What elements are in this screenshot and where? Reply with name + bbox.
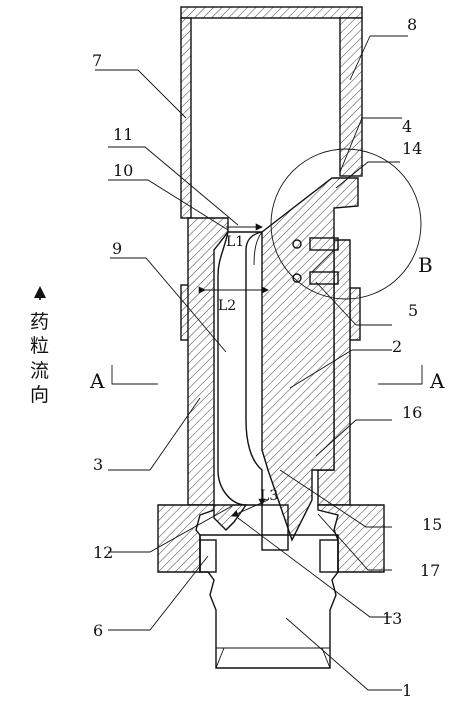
- part-label-3: 3: [93, 455, 103, 474]
- flow-direction-arrow-icon: [34, 286, 46, 300]
- section-a-marks: [111, 365, 423, 385]
- channel-part-9: [217, 231, 263, 506]
- part-label-10: 10: [113, 161, 133, 180]
- part-label-17: 17: [420, 561, 440, 580]
- part-label-12: 12: [93, 543, 113, 562]
- nozzle-plug-part-15: [261, 504, 289, 551]
- flow-char-4: 向: [30, 384, 49, 406]
- part-label-16: 16: [402, 403, 422, 422]
- flow-char-1: 药: [30, 311, 49, 333]
- dimension-markers: [198, 223, 269, 517]
- leader-lines: [95, 35, 408, 691]
- part-label-2: 2: [392, 337, 402, 356]
- section-label-left: A: [89, 369, 105, 393]
- part-label-4: 4: [402, 117, 412, 136]
- section-label-right: A: [429, 369, 445, 393]
- dim-label-l1: L1: [226, 234, 244, 250]
- part-label-11: 11: [113, 125, 133, 144]
- part-label-14: 14: [402, 139, 422, 158]
- dim-label-l3: L3: [260, 488, 278, 504]
- detail-label-b: B: [418, 253, 433, 277]
- lip-part-13: [213, 504, 248, 531]
- part-label-7: 7: [92, 51, 102, 70]
- part-label-15: 15: [422, 515, 442, 534]
- part-label-13: 13: [382, 609, 402, 628]
- part-label-1: 1: [402, 681, 412, 700]
- flow-char-3: 流: [30, 360, 49, 382]
- detail-circle-b: [270, 148, 422, 300]
- part-label-8: 8: [407, 15, 417, 34]
- flow-char-2: 粒: [30, 335, 49, 357]
- part-label-9: 9: [112, 239, 122, 258]
- part-label-6: 6: [93, 621, 103, 640]
- outlet-tube-part-1: [199, 534, 339, 669]
- part-label-5: 5: [408, 301, 418, 320]
- dim-label-l2: L2: [218, 298, 236, 314]
- flow-direction-label: 药 粒 流 向: [30, 311, 49, 406]
